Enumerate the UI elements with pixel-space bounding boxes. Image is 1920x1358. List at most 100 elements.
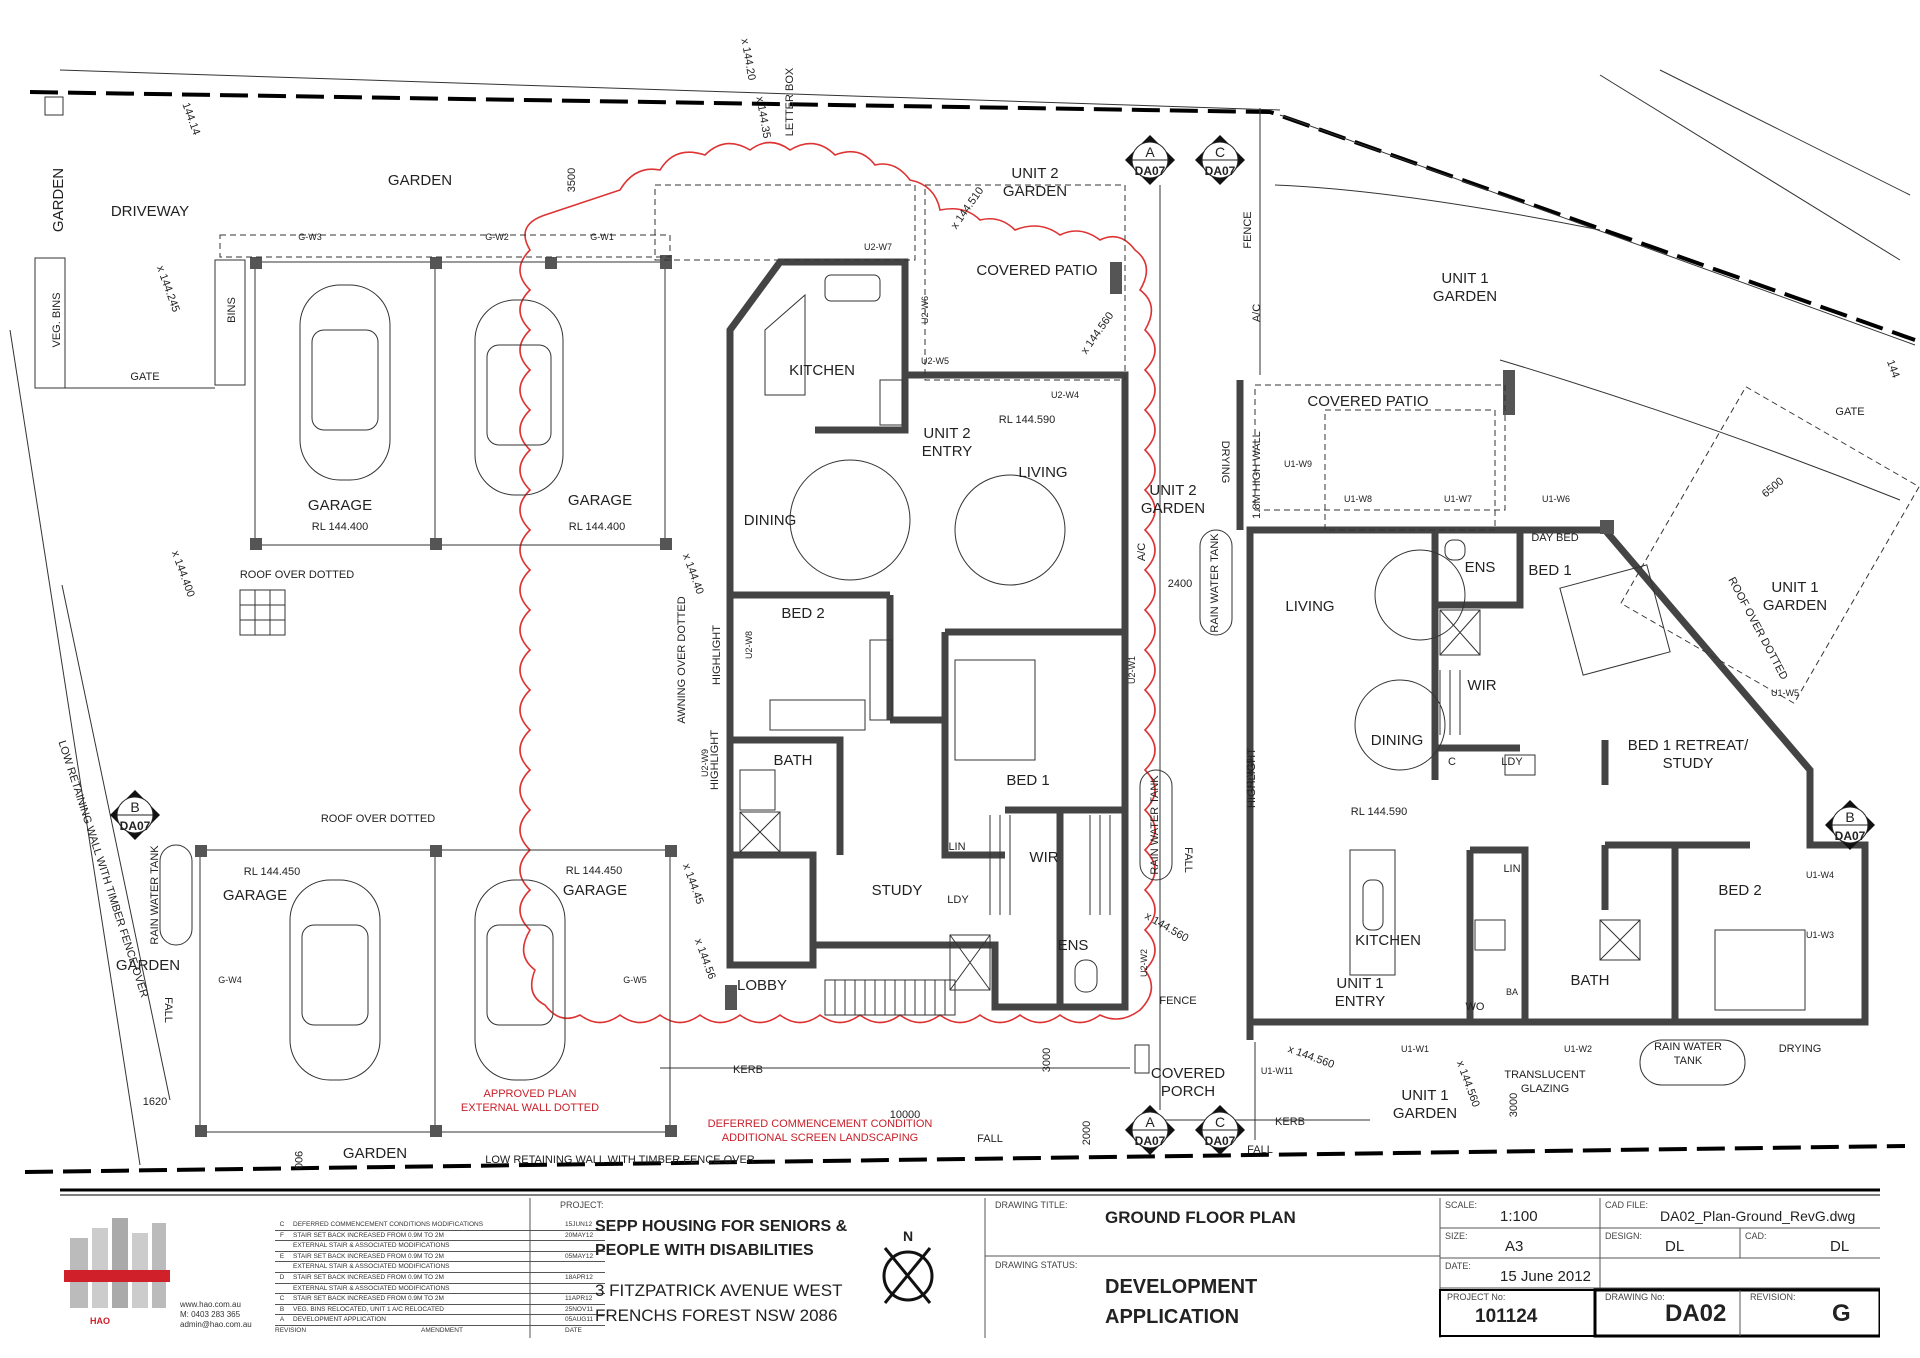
shower-ens-u1 <box>1439 609 1481 656</box>
dining-table-u1 <box>1354 679 1446 771</box>
shower-u1 <box>1599 919 1641 961</box>
drawing-title: GROUND FLOOR PLAN <box>1105 1208 1296 1227</box>
date-value: 15 June 2012 <box>1500 1268 1591 1285</box>
title-block: HAO www.hao.com.au M: 0403 283 365 admin… <box>60 1188 1880 1348</box>
kitchen-sink <box>824 274 881 302</box>
plan-label-day-bed: DAY BED <box>1531 532 1578 544</box>
rainwater-tank-u2a <box>1199 529 1233 636</box>
amend-row: EXTERNAL STAIR & ASSOCIATED MODIFICATION… <box>275 1241 605 1252</box>
plan-label-lin-u1: LIN <box>1503 863 1520 875</box>
plan-label-bath-u2: BATH <box>774 752 813 769</box>
plan-label-bins: BINS <box>226 297 238 323</box>
plan-label-kerb-1: KERB <box>733 1064 763 1076</box>
contact-info: www.hao.com.au M: 0403 283 365 admin@hao… <box>180 1300 252 1330</box>
plan-label-rl-garage-4: RL 144.450 <box>566 865 622 877</box>
dining-table <box>789 459 911 581</box>
section-tag-b-right: B DA07 <box>1825 800 1875 850</box>
plan-label-bed2-u1: BED 2 <box>1718 882 1761 899</box>
plan-label-rl-u1: RL 144.590 <box>1351 806 1407 818</box>
plan-label-drying-2: DRYING <box>1779 1043 1822 1055</box>
plan-label-rain-water-tank-mid-1: RAIN WATER TANK <box>1209 533 1221 633</box>
plan-label-rain-water-tank-mid-2: RAIN WATER TANK <box>1149 775 1161 875</box>
plan-label-d2400: 2400 <box>1168 578 1192 590</box>
plan-label-u1w3: U1-W3 <box>1806 930 1834 940</box>
plan-label-u2w7: U2-W7 <box>864 242 892 252</box>
plan-label-garage-1: GARAGE <box>308 497 372 514</box>
drawing-title-caption: DRAWING TITLE: <box>995 1200 1068 1210</box>
bed-2-u2 <box>769 699 866 731</box>
scale-value: 1:100 <box>1500 1208 1538 1225</box>
plan-label-d1620: 1620 <box>143 1096 167 1108</box>
design-caption: DESIGN: <box>1605 1231 1643 1241</box>
awning-outline <box>654 184 916 261</box>
plan-label-u1w10: U1-W10 <box>1245 758 1255 791</box>
address-line-2: FRENCHS FOREST NSW 2086 <box>595 1306 838 1325</box>
external-stair <box>824 979 956 1016</box>
plan-label-garage-4: GARAGE <box>563 882 627 899</box>
project-no-caption: PROJECT No: <box>1447 1292 1506 1302</box>
section-tag-a-bottom: A DA07 <box>1125 1105 1175 1155</box>
plan-label-wir-u1: WIR <box>1467 677 1496 694</box>
plan-label-l14420: x 144.20 <box>738 38 757 82</box>
section-tag-c-bottom: C DA07 <box>1195 1105 1245 1155</box>
plan-label-bed2-u2: BED 2 <box>781 605 824 622</box>
plan-label-u2w5: U2-W5 <box>921 356 949 366</box>
project-line-1: SEPP HOUSING FOR SENIORS & <box>595 1218 848 1235</box>
plan-label-living-u1: LIVING <box>1285 598 1334 615</box>
plan-label-l14440: x 144.40 <box>680 552 706 596</box>
plan-label-gw5: G-W5 <box>623 975 647 985</box>
plan-label-u2w9: U2-W9 <box>700 749 710 777</box>
design-value: DL <box>1665 1238 1685 1255</box>
plan-label-roof-over-dotted-1: ROOF OVER DOTTED <box>240 569 354 581</box>
north-arrow <box>882 1247 934 1304</box>
plan-label-highlight-1: HIGHLIGHT <box>711 625 723 685</box>
unit-1-fixtures <box>1324 386 1920 1011</box>
plan-label-highlight-3: HIGHLIGHT <box>1246 748 1258 808</box>
plan-label-fall-3: FALL <box>1182 847 1194 873</box>
plan-label-dining-u1: DINING <box>1371 732 1424 749</box>
plan-label-u1w4: U1-W4 <box>1806 870 1834 880</box>
plan-label-ens-u2: ENS <box>1058 937 1089 954</box>
retaining-wall-left <box>61 584 171 1101</box>
revision-cloud <box>519 141 1156 1024</box>
plan-label-d6500: 6500 <box>1760 475 1786 500</box>
rainwater-tank-u1 <box>1639 1039 1746 1086</box>
plan-label-fence-2: FENCE <box>1159 995 1196 1007</box>
plan-label-rl-garage-3: RL 144.450 <box>244 866 300 878</box>
street-line <box>59 69 1281 111</box>
section-tag-c-bottom-ref: DA07 <box>1205 1134 1236 1148</box>
cad-file-value: DA02_Plan-Ground_RevG.dwg <box>1660 1208 1856 1224</box>
plan-label-ac-1: A/C <box>1251 304 1263 322</box>
plan-label-fall-2: FALL <box>1247 1144 1273 1156</box>
bed-2-u1 <box>1714 929 1806 1011</box>
section-tag-a-top-letter: A <box>1145 144 1155 160</box>
plan-label-u1w5: U1-W5 <box>1771 688 1799 698</box>
car-outline <box>474 299 564 496</box>
plan-label-kitchen-u2: KITCHEN <box>789 362 855 379</box>
plan-label-l14456: x 144.56 <box>692 937 718 981</box>
plan-label-garage-3: GARAGE <box>223 887 287 904</box>
unit-2-walls <box>725 258 1129 1011</box>
plan-label-rl-living-u2: RL 144.590 <box>999 414 1055 426</box>
plan-label-l144560a: x 144.560 <box>1079 310 1117 356</box>
project-line-2: PEOPLE WITH DISABILITIES <box>595 1242 814 1259</box>
plan-label-l144560d: x 144.560 <box>1454 1059 1482 1109</box>
plan-label-low-wall-bottom: LOW RETAINING WALL WITH TIMBER FENCE OVE… <box>485 1154 755 1166</box>
bed-1-u2 <box>954 659 1036 761</box>
plan-label-lin-u2: LIN <box>948 841 965 853</box>
plan-label-drying-1: DRYING <box>1219 441 1231 484</box>
plan-label-u1w2: U1-W2 <box>1564 1044 1592 1054</box>
plan-label-l144560c: x 144.560 <box>1286 1043 1336 1071</box>
plan-label-fall-4: FALL <box>162 997 174 1023</box>
